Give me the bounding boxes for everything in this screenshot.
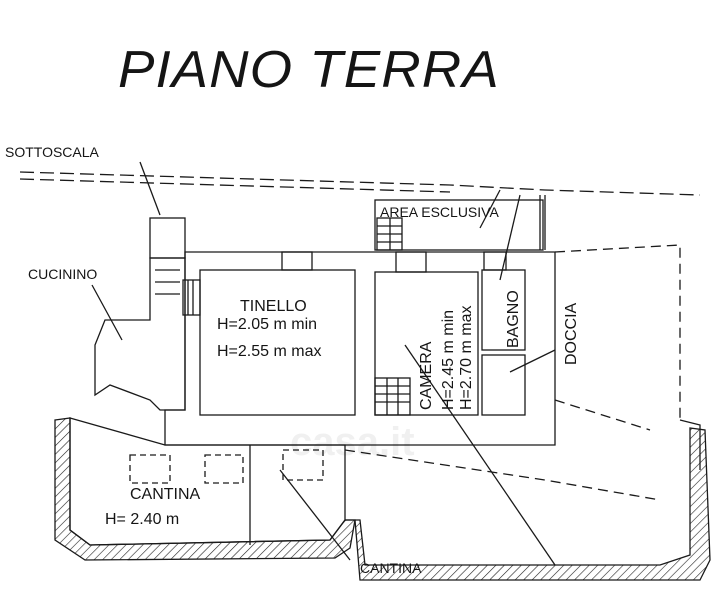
label-cantina-left-height: H= 2.40 m [105,511,180,528]
label-tinello: TINELLO [240,298,307,315]
label-camera-h-max: H=2.70 m max [458,305,475,410]
page-title: PIANO TERRA [118,41,500,99]
sottoscala-room [149,217,186,259]
cucinino-room [94,257,186,411]
label-camera: CAMERA [418,341,435,410]
yard-outline [344,244,681,501]
label-doccia: DOCCIA [563,302,580,365]
tinello-room [199,269,356,416]
label-sottoscala: SOTTOSCALA [5,144,99,160]
label-cantina-right: CANTINA [360,560,422,576]
watermark: casa.it [290,420,415,464]
label-tinello-h-max: H=2.55 m max [217,343,322,360]
label-tinello-h-min: H=2.05 m min [217,316,318,333]
label-camera-h-min: H=2.45 m min [440,309,457,410]
label-bagno: BAGNO [505,290,522,348]
area-esclusiva-outline [374,199,544,251]
label-area-esclusiva: AREA ESCLUSIVA [380,204,499,220]
label-cantina-left: CANTINA [130,486,201,503]
boundary-line [19,171,701,196]
label-cucinino: CUCININO [28,266,98,282]
cantina-right-wall [345,427,711,581]
doccia-box [481,354,526,416]
